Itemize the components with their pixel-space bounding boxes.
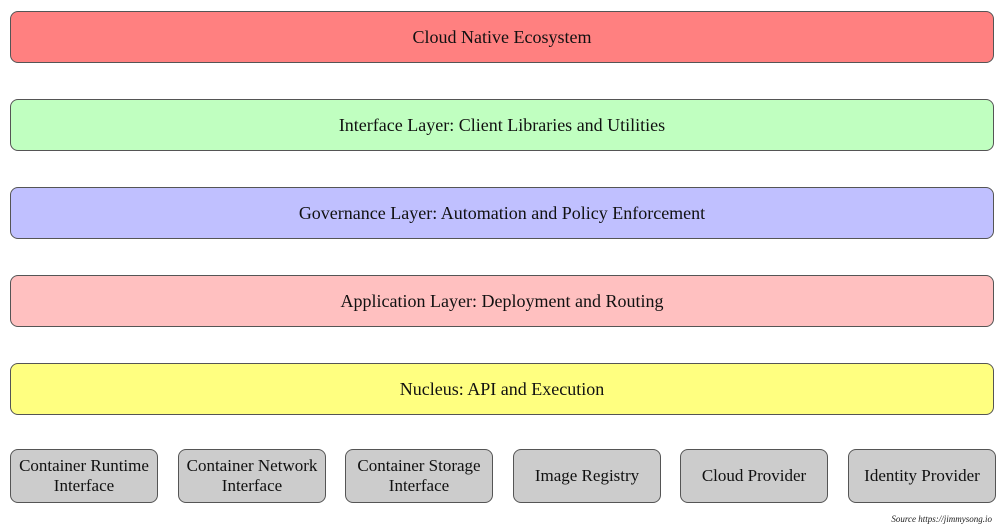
- source-credit: Source https://jimmysong.io: [891, 514, 992, 524]
- component-label: Image Registry: [534, 466, 640, 485]
- component-label: Container Network Interface: [186, 456, 318, 495]
- component-cloud-provider: Cloud Provider: [680, 449, 828, 503]
- component-identity-provider: Identity Provider: [848, 449, 996, 503]
- component-label: Container Storage Interface: [357, 456, 481, 495]
- component-label: Identity Provider: [864, 466, 980, 485]
- layer-application: Application Layer: Deployment and Routin…: [10, 275, 994, 327]
- layer-ecosystem-label: Cloud Native Ecosystem: [412, 26, 592, 47]
- component-container-runtime-interface: Container Runtime Interface: [10, 449, 158, 503]
- component-label: Container Runtime Interface: [19, 456, 149, 495]
- layer-interface-label: Interface Layer: Client Libraries and Ut…: [338, 114, 666, 135]
- layer-governance: Governance Layer: Automation and Policy …: [10, 187, 994, 239]
- component-container-storage-interface: Container Storage Interface: [345, 449, 493, 503]
- layer-application-label: Application Layer: Deployment and Routin…: [340, 290, 664, 311]
- layer-ecosystem: Cloud Native Ecosystem: [10, 11, 994, 63]
- layer-nucleus: Nucleus: API and Execution: [10, 363, 994, 415]
- component-label: Cloud Provider: [701, 466, 807, 485]
- component-image-registry: Image Registry: [513, 449, 661, 503]
- layer-interface: Interface Layer: Client Libraries and Ut…: [10, 99, 994, 151]
- layer-governance-label: Governance Layer: Automation and Policy …: [298, 202, 706, 223]
- component-container-network-interface: Container Network Interface: [178, 449, 326, 503]
- layer-nucleus-label: Nucleus: API and Execution: [399, 378, 605, 399]
